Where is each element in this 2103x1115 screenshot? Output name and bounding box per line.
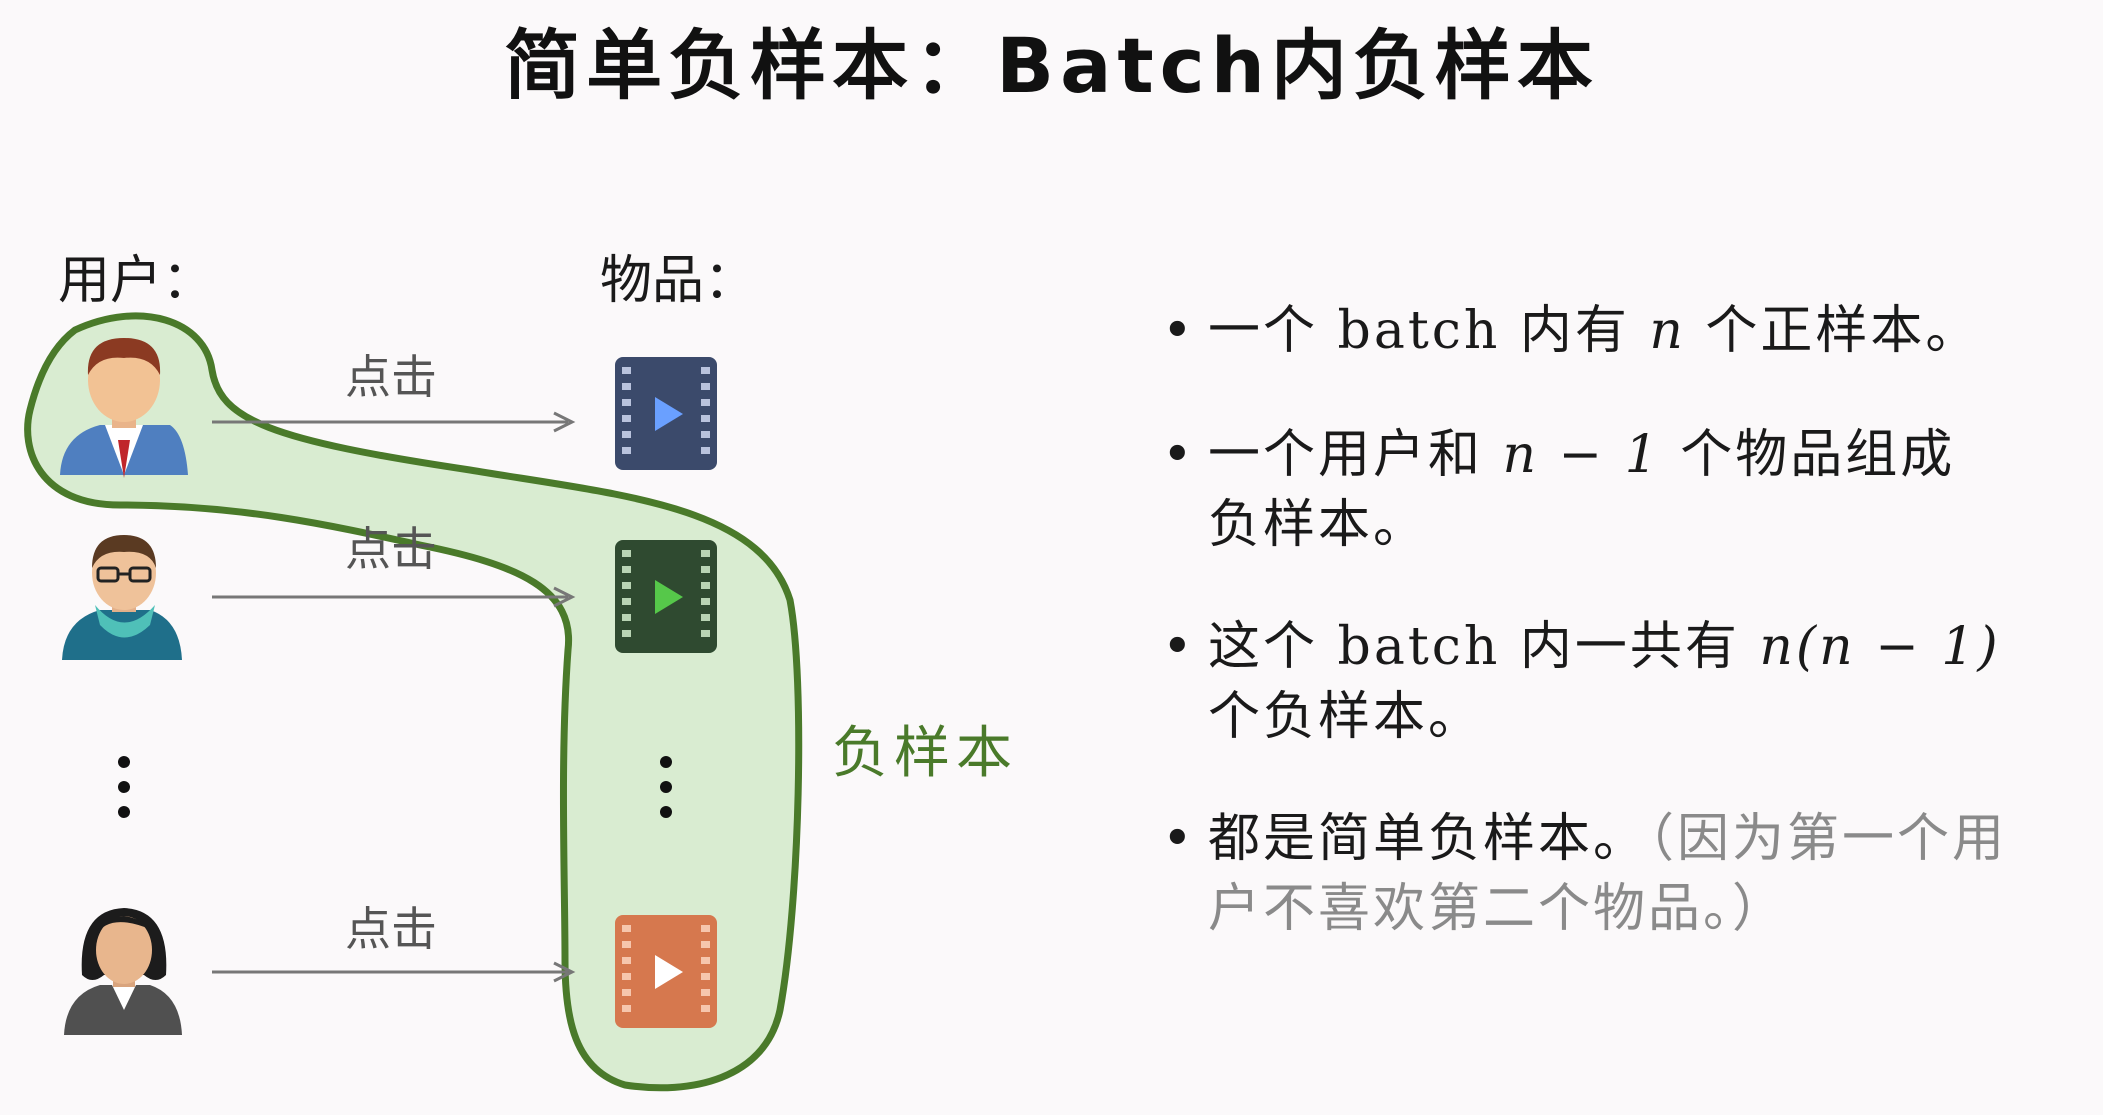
- bullet-3-math: n(n − 1): [1759, 617, 2001, 677]
- users-vdots: [118, 756, 130, 818]
- bullet-1-post: 个正样本。: [1685, 301, 1981, 361]
- items-vdots: [660, 756, 672, 818]
- click-label-2: 点击: [345, 522, 437, 576]
- bullet-1-pre: 一个 batch 内有: [1208, 301, 1650, 361]
- bullet-2: • 一个用户和 n − 1 个物品组成负样本。: [1162, 425, 1956, 555]
- click-label-3: 点击: [345, 902, 437, 956]
- video-icon: [615, 540, 717, 653]
- negative-sample-label: 负样本: [832, 721, 1018, 786]
- bullet-2-pre: 一个用户和: [1208, 425, 1503, 485]
- video-icon: [615, 915, 717, 1028]
- bullet-3-post: 个负样本。: [1208, 687, 1484, 747]
- female-user-icon: [64, 908, 182, 1035]
- click-arrow-2: [212, 586, 576, 608]
- video-icon: [615, 357, 717, 470]
- bullet-1: • 一个 batch 内有 n 个正样本。: [1162, 301, 1981, 361]
- bullet-2-math: n − 1: [1502, 425, 1661, 485]
- bullet-4: • 都是简单负样本。（因为第一个用户不喜欢第二个物品。）: [1162, 809, 2008, 939]
- glasses-user-icon: [62, 535, 182, 660]
- negative-sample-region: [24, 312, 803, 1092]
- bullet-4-note: （因为第一个用户不喜欢第二个物品。）: [1208, 809, 2008, 939]
- click-arrow-3: [212, 961, 576, 983]
- bullet-4-pre: 都是简单负样本。: [1208, 809, 1649, 869]
- bullet-1-math: n: [1649, 301, 1686, 361]
- male-user-icon: [60, 338, 188, 478]
- batch-negative-diagram: 用户： 物品： 点击: [24, 251, 1018, 1092]
- items-label: 物品：: [600, 251, 756, 311]
- users-label: 用户：: [58, 251, 214, 311]
- bullet-3: • 这个 batch 内一共有 n(n − 1) 个负样本。: [1162, 617, 2001, 747]
- click-arrow-1: [212, 411, 576, 433]
- bullet-2-post: 个物品组成负样本。: [1208, 425, 1956, 555]
- bullet-3-pre: 这个 batch 内一共有: [1208, 617, 1760, 677]
- slide-title: 简单负样本：Batch内负样本: [504, 21, 1599, 110]
- click-label-1: 点击: [345, 350, 437, 404]
